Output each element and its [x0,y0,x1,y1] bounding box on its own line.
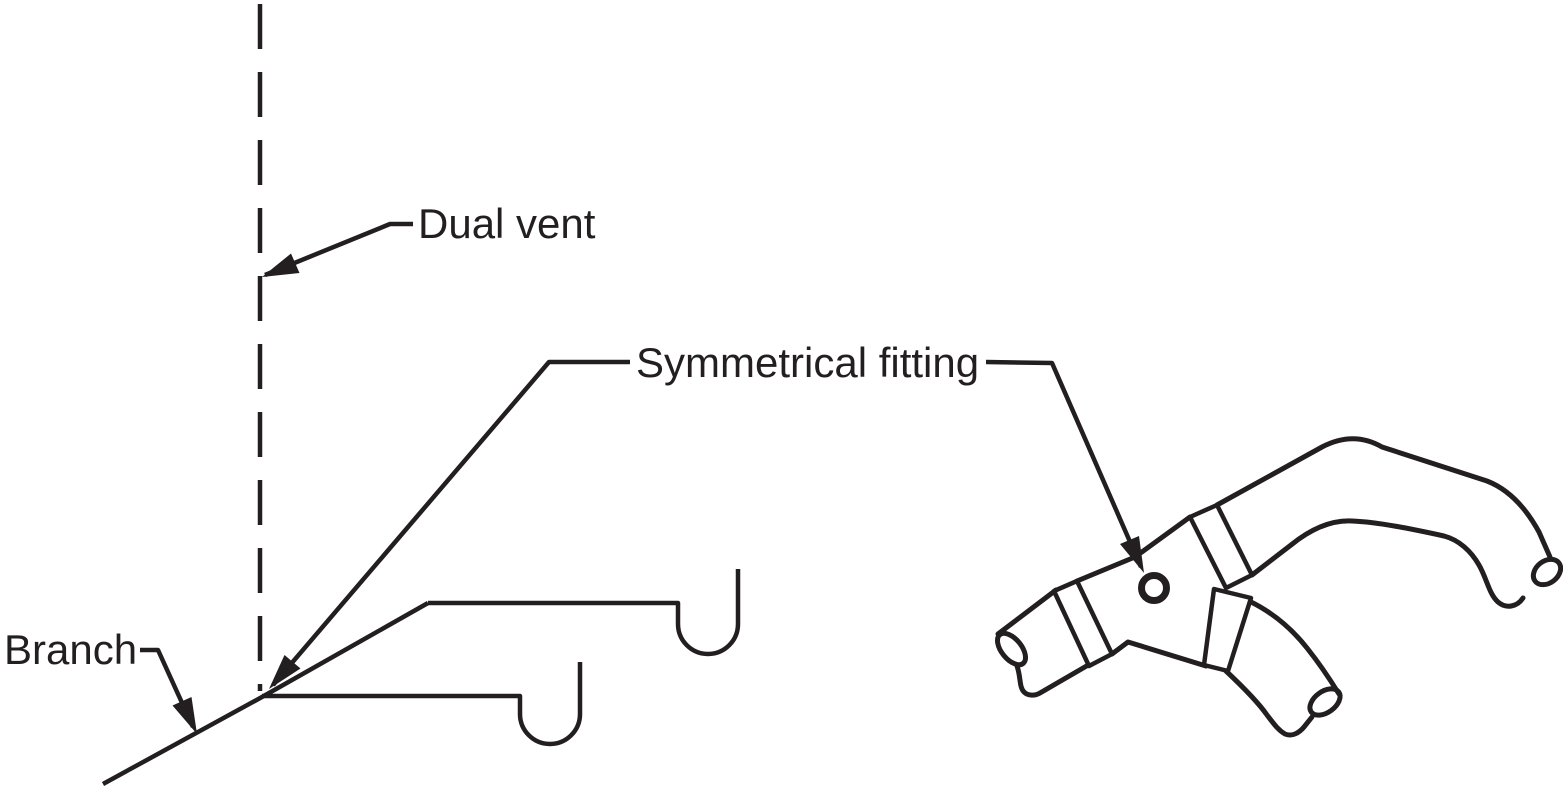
upper-pipe-open-end [1530,556,1563,588]
symmetrical-fitting-label: Symmetrical fitting [636,339,979,386]
branch-arrowhead [172,697,197,734]
symmetrical-fitting-drawing [995,436,1563,738]
upper-fixture-trap [428,569,741,657]
lower-pipe-top-edge [1246,598,1342,697]
dual-vent-arrowhead [262,253,300,277]
symmetrical-fitting-right-leader [985,359,1144,568]
lower-hub-band [1201,586,1254,674]
fitting-body-bottom-edge [1109,639,1209,669]
labels-group: Dual vent Symmetrical fitting Branch [4,200,979,673]
upper-pipe-top-edge [1214,436,1553,560]
schematic-group [101,4,741,786]
symmetrical-fitting-right-arrowhead [1120,536,1144,573]
fitting-vent-boss-circle [1138,572,1170,604]
upper-pipe-bottom-edge [1249,518,1526,609]
lower-pipe-bottom-edge [1223,668,1315,738]
left-pipe-open-end [995,630,1028,668]
branch-leader [140,647,196,728]
lower-fixture-trap [262,662,583,747]
branch-line [101,601,430,786]
branch-label: Branch [4,626,137,673]
left-pipe-top-edge [995,587,1059,637]
upper-hub-band [1187,502,1255,591]
dual-vent-label: Dual vent [418,200,596,247]
symmetrical-fitting-left-leader [271,359,630,687]
lower-pipe-open-end [1307,686,1343,718]
dual-vent-leader [264,221,413,278]
symmetrical-fitting-left-arrowhead [269,655,301,689]
leaders-group [140,221,1144,734]
left-hub-band [1051,578,1115,669]
left-pipe-bottom-edge [1014,661,1093,698]
